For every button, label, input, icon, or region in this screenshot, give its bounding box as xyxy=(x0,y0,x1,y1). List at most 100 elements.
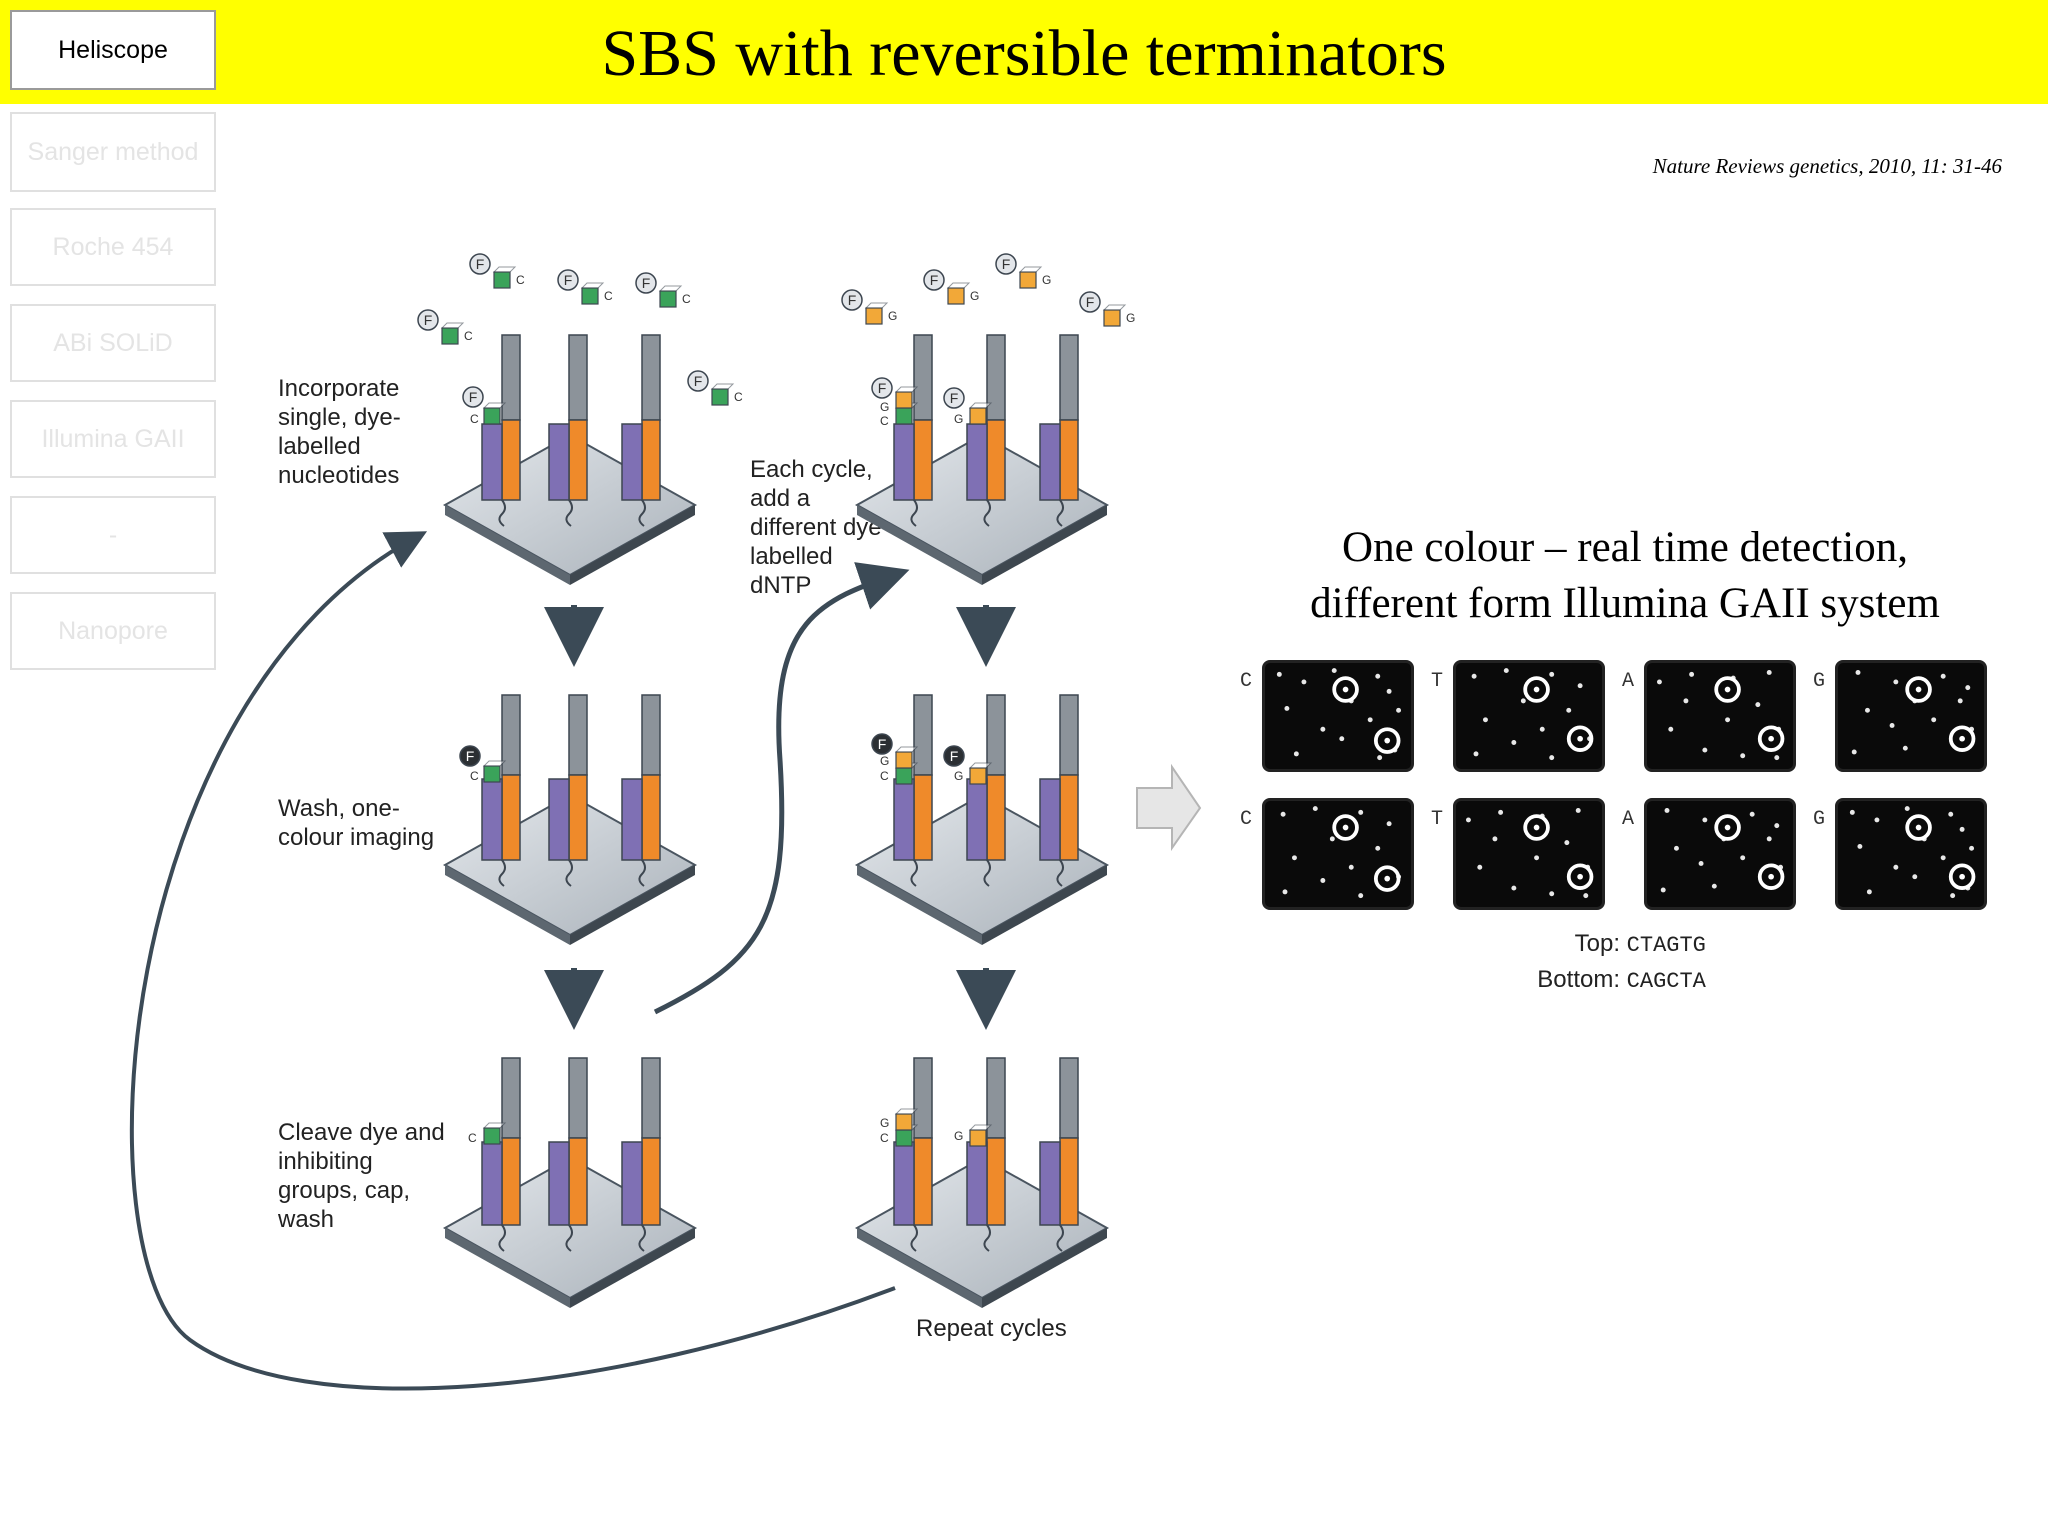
svg-text:C: C xyxy=(468,1131,477,1145)
svg-text:G: G xyxy=(880,400,889,414)
svg-text:F: F xyxy=(424,312,433,328)
svg-text:C: C xyxy=(604,289,613,303)
nucleotide-cube xyxy=(968,762,993,785)
step-label-wash: Wash, one-colour imaging xyxy=(278,795,435,851)
svg-text:G: G xyxy=(888,309,897,323)
dna-strand xyxy=(893,694,933,887)
svg-text:F: F xyxy=(564,272,573,288)
sequence-top-value: CTAGTG xyxy=(1626,933,1706,958)
nucleotide-cube xyxy=(492,266,517,289)
nucleotide-cube xyxy=(440,322,465,345)
svg-text:G: G xyxy=(954,412,963,426)
nucleotide-cube xyxy=(658,285,683,308)
step-label-each-cycle: Each cycle, add a different dye-labelled… xyxy=(750,456,890,599)
dna-strand xyxy=(481,1057,521,1252)
fluorophore-icon: F xyxy=(417,309,439,331)
nucleotide-cube xyxy=(482,402,507,425)
fluorophore-icon: F xyxy=(923,269,945,291)
sequence-top: Top: CTAGTG xyxy=(1520,930,1706,958)
dna-strand xyxy=(1039,694,1079,887)
nav-button-1[interactable]: Heliscope xyxy=(10,10,216,90)
fluorophore-icon: F xyxy=(995,253,1017,275)
nucleotide-cube xyxy=(482,1122,507,1145)
dna-strand xyxy=(893,1057,933,1252)
svg-text:F: F xyxy=(950,748,959,764)
slide-title: SBS with reversible terminators xyxy=(601,17,1447,90)
svg-text:C: C xyxy=(880,769,889,783)
imaging-panel-row1-2 xyxy=(1644,660,1796,772)
imaging-panel-row2-3 xyxy=(1835,798,1987,910)
imaging-panel-row2-1 xyxy=(1453,798,1605,910)
svg-text:F: F xyxy=(930,272,939,288)
svg-text:G: G xyxy=(970,289,979,303)
sequence-bottom-value: CAGCTA xyxy=(1626,969,1706,994)
svg-text:C: C xyxy=(464,329,473,343)
fluorophore-icon: F xyxy=(943,387,965,409)
nav-button-2[interactable]: Sanger method xyxy=(10,112,216,192)
svg-text:G: G xyxy=(1042,273,1051,287)
svg-text:F: F xyxy=(466,748,475,764)
svg-text:F: F xyxy=(1002,256,1011,272)
svg-text:G: G xyxy=(880,1116,889,1130)
sequence-top-label: Top: xyxy=(1574,930,1620,957)
svg-text:C: C xyxy=(682,292,691,306)
imaging-panel-row1-0 xyxy=(1262,660,1414,772)
svg-text:C: C xyxy=(880,1131,889,1145)
svg-text:G: G xyxy=(954,1129,963,1143)
svg-text:G: G xyxy=(880,754,889,768)
citation: Nature Reviews genetics, 2010, 11: 31-46 xyxy=(1652,154,2002,178)
dna-strand xyxy=(621,1057,661,1252)
fluorophore-icon: F xyxy=(871,377,893,399)
dna-strand xyxy=(621,694,661,887)
nav-button-4[interactable]: ABi SOLiD xyxy=(10,304,216,382)
sequence-bottom: Bottom: CAGCTA xyxy=(1520,966,1706,994)
nucleotide-cube xyxy=(580,282,605,305)
svg-text:F: F xyxy=(694,373,703,389)
svg-text:C: C xyxy=(516,273,525,287)
sequence-bottom-label: Bottom: xyxy=(1537,966,1620,993)
step-label-repeat: Repeat cycles xyxy=(916,1315,1067,1342)
svg-text:F: F xyxy=(878,736,887,752)
svg-text:C: C xyxy=(470,412,479,426)
nucleotide-cube xyxy=(946,282,971,305)
dna-strand xyxy=(1039,334,1079,527)
svg-text:F: F xyxy=(1086,294,1095,310)
svg-text:C: C xyxy=(880,414,889,428)
dna-strand xyxy=(966,694,1006,887)
panel-label-row1-1: T xyxy=(1431,670,1444,693)
imaging-panel-row2-2 xyxy=(1644,798,1796,910)
panel-label-row2-0: C xyxy=(1240,808,1253,831)
nucleotide-cube xyxy=(1018,266,1043,289)
imaging-panel-row1-1 xyxy=(1453,660,1605,772)
fluorophore-icon: F xyxy=(943,745,965,767)
panel-label-row2-3: G xyxy=(1813,808,1826,831)
panel-label-row1-3: G xyxy=(1813,670,1826,693)
svg-text:C: C xyxy=(734,390,743,404)
nav-button-5[interactable]: Illumina GAII xyxy=(10,400,216,478)
svg-text:G: G xyxy=(954,769,963,783)
svg-text:F: F xyxy=(950,390,959,406)
nucleotide-cube xyxy=(894,386,919,409)
nav-button-6[interactable]: - xyxy=(10,496,216,574)
svg-text:F: F xyxy=(848,292,857,308)
nav-button-7[interactable]: Nanopore xyxy=(10,592,216,670)
fluorophore-icon: F xyxy=(635,272,657,294)
fluorophore-icon: F xyxy=(687,370,709,392)
imaging-panel-row1-3 xyxy=(1835,660,1987,772)
detection-caption: One colour – real time detection, differ… xyxy=(1270,520,1980,632)
svg-text:F: F xyxy=(469,389,478,405)
nav-button-3[interactable]: Roche 454 xyxy=(10,208,216,286)
panel-label-row1-2: A xyxy=(1622,670,1635,693)
svg-text:G: G xyxy=(1126,311,1135,325)
fluorophore-icon: F xyxy=(462,386,484,408)
panel-label-row2-1: T xyxy=(1431,808,1444,831)
step-label-cleave: Cleave dye and inhibiting groups, cap, w… xyxy=(278,1119,445,1233)
title-bar xyxy=(0,0,2048,104)
caption-line-2: different form Illumina GAII system xyxy=(1310,580,1940,627)
cycle-arrow-up xyxy=(653,562,910,1015)
fluorophore-icon: F xyxy=(841,289,863,311)
caption-line-1: One colour – real time detection, xyxy=(1342,524,1908,571)
dna-strand xyxy=(548,694,588,887)
dna-strand xyxy=(481,334,521,527)
